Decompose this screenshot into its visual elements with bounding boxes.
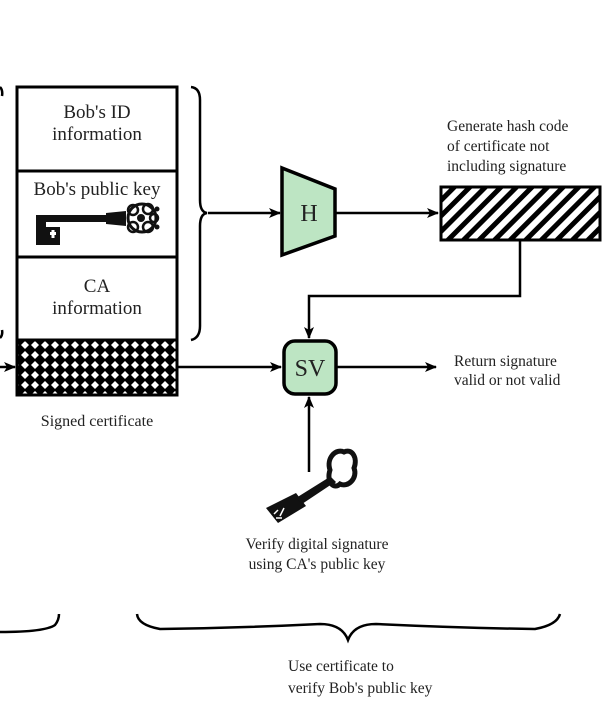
- cert-signature-block: [15, 338, 179, 397]
- cert-id-label: Bob's ID information: [17, 102, 177, 146]
- left-brace-fragment-lower: [0, 329, 4, 339]
- result-note: Return signature valid or not valid: [454, 352, 560, 390]
- signed-certificate: [15, 85, 179, 397]
- hash-function-node: H: [280, 165, 337, 258]
- hash-note: Generate hash code of certificate not in…: [447, 117, 568, 177]
- signature-verify-node: SV: [282, 339, 338, 396]
- cert-ca-label: CA information: [17, 276, 177, 320]
- cert-id-line1: Bob's ID: [63, 102, 131, 123]
- ca-key-line1: Verify digital signature: [245, 536, 389, 553]
- cert-row-id: [15, 85, 179, 173]
- hash-code-block: [439, 185, 602, 242]
- cert-ca-line2: information: [52, 298, 142, 319]
- ornate-key-icon: [36, 202, 160, 245]
- hash-label: H: [300, 201, 317, 227]
- ca-key-line2: using CA's public key: [248, 556, 386, 573]
- hash-note-line3: including signature: [447, 158, 567, 175]
- cert-public-key-line1: Bob's public key: [33, 179, 161, 200]
- hash-note-line1: Generate hash code: [447, 118, 569, 135]
- cert-id-line2: information: [52, 124, 142, 145]
- ca-key-note: Verify digital signature using CA's publ…: [217, 535, 417, 575]
- brace-label-line2: verify Bob's public key: [288, 680, 433, 697]
- arrow-hash-to-verify: [304, 240, 522, 339]
- result-line2: valid or not valid: [454, 372, 561, 389]
- left-brace-fragment: [0, 86, 4, 97]
- brace-label-line1: Use certificate to: [288, 658, 394, 675]
- cert-public-key-label: Bob's public key: [17, 179, 177, 201]
- brace-label: Use certificate to verify Bob's public k…: [288, 656, 432, 700]
- left-bottom-brace-fragment: [0, 613, 61, 634]
- certificate-caption: Signed certificate: [40, 413, 154, 430]
- cert-ca-line1: CA: [83, 276, 111, 297]
- cert-row-ca-info: [15, 255, 179, 342]
- key-icon: [266, 448, 358, 523]
- certificate-brace: [190, 85, 208, 342]
- hash-note-line2: of certificate not: [447, 138, 550, 155]
- verify-label: SV: [295, 356, 326, 382]
- bottom-brace: [135, 613, 562, 644]
- result-line1: Return signature: [454, 353, 557, 370]
